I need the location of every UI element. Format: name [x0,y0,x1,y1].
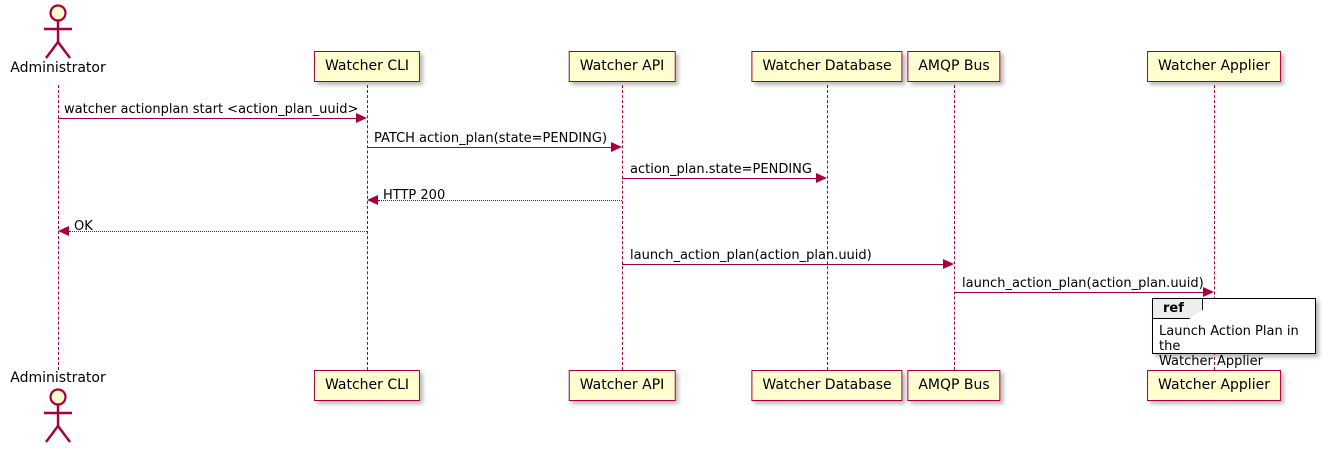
message-line-6 [622,264,944,265]
participant-watcher-cli-bottom[interactable]: Watcher CLI [313,370,421,401]
lifeline-watcher-api [622,85,623,370]
ref-fragment-text: Launch Action Plan in the Watcher Applie… [1159,324,1299,369]
lifeline-watcher-applier [1214,85,1215,370]
message-arrowhead-6 [943,259,954,269]
participant-amqp-bus-bottom[interactable]: AMQP Bus [907,370,1001,401]
message-arrowhead-3 [816,173,827,183]
participant-watcher-api-bottom[interactable]: Watcher API [568,370,676,401]
ref-fragment[interactable]: ref Launch Action Plan in the Watcher Ap… [1152,298,1316,369]
message-arrowhead-2 [611,142,622,152]
message-label-1: watcher actionplan start <action_plan_uu… [64,102,359,117]
lifeline-watcher-database [827,85,828,370]
message-line-2 [367,147,612,148]
lifeline-amqp-bus [954,85,955,370]
message-label-4: HTTP 200 [383,188,446,203]
message-line-4 [378,200,622,201]
lifeline-watcher-cli [367,85,368,370]
participant-label-administrator-bottom: Administrator [10,370,106,386]
actor-stick-figure-icon [44,388,72,443]
participant-amqp-bus-top[interactable]: AMQP Bus [907,51,1001,82]
message-arrowhead-5 [58,226,69,236]
message-arrowhead-1 [356,113,367,123]
participant-watcher-database-top[interactable]: Watcher Database [751,51,903,82]
participant-watcher-cli-top[interactable]: Watcher CLI [313,51,421,82]
participant-watcher-database-bottom[interactable]: Watcher Database [751,370,903,401]
participant-administrator-top[interactable]: Administrator [0,4,118,76]
message-line-1 [58,118,357,119]
message-arrowhead-4 [367,195,378,205]
message-label-7: launch_action_plan(action_plan.uuid) [962,276,1204,291]
actor-stick-figure-icon [44,4,72,59]
message-label-5: OK [74,219,93,234]
message-label-6: launch_action_plan(action_plan.uuid) [630,248,872,263]
participant-label-administrator-top: Administrator [10,60,106,76]
participant-watcher-applier-top[interactable]: Watcher Applier [1147,51,1281,82]
message-label-3: action_plan.state=PENDING [630,162,812,177]
message-line-5 [69,231,367,232]
message-arrowhead-7 [1203,287,1214,297]
message-label-2: PATCH action_plan(state=PENDING) [374,131,608,146]
message-line-7 [954,292,1204,293]
participant-administrator-bottom[interactable]: Administrator [0,370,118,444]
message-line-3 [622,178,817,179]
participant-watcher-api-top[interactable]: Watcher API [568,51,676,82]
participant-watcher-applier-bottom[interactable]: Watcher Applier [1147,370,1281,401]
ref-fragment-tab-label: ref [1153,299,1203,319]
